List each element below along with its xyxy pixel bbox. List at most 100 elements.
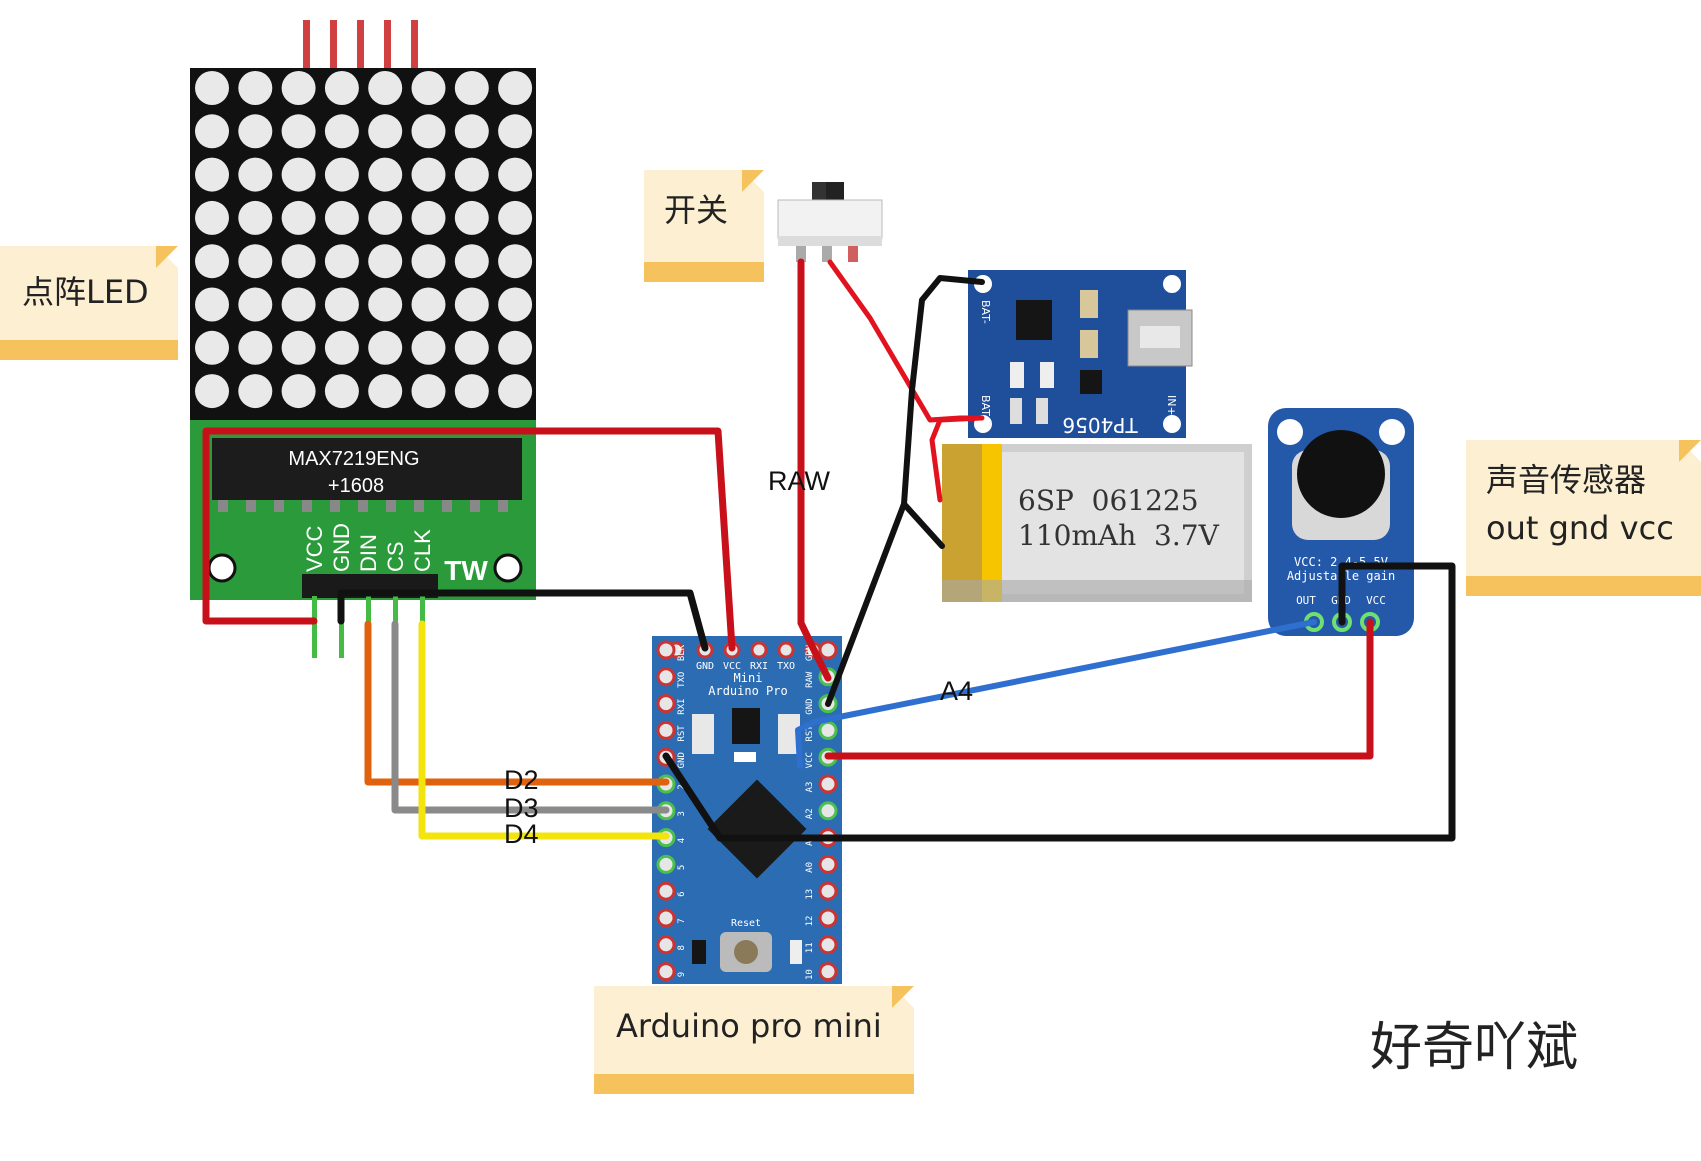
note-sensor: 声音传感器 out gnd vcc: [1466, 440, 1701, 596]
note-switch: 开关: [644, 170, 764, 282]
led-dot: [238, 114, 273, 149]
arduino-name-2: Arduino Pro: [708, 684, 787, 698]
chip-label-1: MAX7219ENG: [288, 448, 419, 470]
arduino-left-pin-label: 5: [677, 865, 687, 870]
led-dot: [195, 244, 229, 279]
arduino-pro-mini: GND VCC RXI TXO Mini Arduino Pro Reset B…: [652, 636, 842, 984]
led-dot: [454, 114, 489, 149]
author-signature: 好奇吖斌: [1370, 1018, 1579, 1078]
brand-label: TW: [444, 555, 488, 586]
led-dot: [238, 71, 273, 105]
led-dot: [454, 200, 489, 235]
mic-pin-vcc: VCC: [1366, 594, 1386, 607]
wire-label-raw: RAW: [768, 466, 831, 496]
arduino-right-pin: [818, 720, 838, 740]
led-dot: [195, 200, 229, 235]
led-dot: [454, 157, 489, 192]
led-dot: [368, 330, 403, 365]
arduino-right-pin: [818, 881, 838, 901]
arduino-right-pin-label: 12: [805, 916, 815, 927]
led-dot: [411, 330, 446, 365]
wire-clk-d4: [418, 620, 670, 840]
wire-gnd-mic: [662, 562, 1456, 842]
led-dot: [324, 244, 359, 279]
led-dot: [195, 157, 229, 192]
wire-led-gnd: [337, 589, 709, 652]
led-dot: [498, 114, 533, 149]
arduino-right-pin-label: A3: [805, 782, 815, 793]
led-dot: [368, 374, 403, 409]
arduino-top-pin-rxi: RXI: [750, 661, 768, 672]
led-dot: [324, 157, 359, 192]
led-dot: [368, 114, 403, 149]
led-dot: [368, 244, 403, 279]
arduino-left-pin-label: RXI: [677, 698, 687, 714]
led-dot: [368, 287, 403, 322]
led-dot: [324, 71, 359, 105]
arduino-top-pin-vcc: VCC: [723, 661, 741, 672]
arduino-top-holes: [667, 641, 822, 659]
wire-battery-gnd: [825, 275, 985, 707]
led-dot: [498, 374, 533, 409]
arduino-left-pin: [656, 640, 676, 660]
led-dot: [281, 287, 316, 322]
arduino-left-pin: [656, 720, 676, 740]
note-led: 点阵LED: [0, 246, 178, 360]
arduino-right-pin: [818, 801, 838, 821]
arduino-right-pin: [818, 854, 838, 874]
led-dot: [498, 287, 533, 322]
arduino-left-pin-label: TXO: [677, 672, 687, 688]
arduino-top-pin-txo: TXO: [777, 661, 795, 672]
mic-pin-out: OUT: [1296, 594, 1316, 607]
wire-a4-mic-out: [795, 619, 1317, 769]
arduino-name-1: Mini: [734, 671, 763, 685]
charger-bat-plus: BAT+: [979, 395, 992, 425]
arduino-right-pin-label: GRN: [805, 645, 815, 661]
led-dot: [368, 71, 403, 105]
arduino-right-pin: [818, 962, 838, 982]
charger-in-minus: -IN: [1165, 278, 1178, 293]
arduino-right-pin-label: A0: [805, 862, 815, 873]
pin-label-din: DIN: [356, 534, 381, 572]
led-dot: [498, 330, 533, 365]
arduino-left-pin: [656, 881, 676, 901]
arduino-left-pin-label: RST: [677, 725, 687, 742]
led-dot: [324, 287, 359, 322]
arduino-left-pin-label: 6: [677, 891, 687, 896]
led-dot: [195, 114, 229, 149]
led-dot: [498, 71, 533, 105]
led-dot: [498, 244, 533, 279]
led-dot-grid: [195, 71, 533, 409]
arduino-right-pin: [818, 908, 838, 928]
mount-hole-right: [493, 553, 523, 583]
note-sensor-line-2: out gnd vcc: [1486, 509, 1674, 547]
led-dot: [454, 374, 489, 409]
led-dot: [368, 157, 403, 192]
led-dot: [498, 157, 533, 192]
lipo-battery: 6SP 061225 110mAh 3.7V: [942, 444, 1252, 602]
wire-vcc-mic: [824, 618, 1374, 760]
arduino-left-pin-label: 9: [677, 972, 687, 977]
led-dot: [411, 157, 446, 192]
led-dot: [454, 330, 489, 365]
led-dot: [498, 200, 533, 235]
wire-switch-battery: [827, 259, 985, 503]
pin-label-cs: CS: [383, 541, 408, 572]
charger-bat-minus: BAT-: [979, 300, 992, 324]
arduino-left-pin-label: 8: [677, 945, 687, 950]
led-dot: [411, 200, 446, 235]
chip-legs: [218, 500, 508, 512]
led-dot: [411, 374, 446, 409]
led-dot: [238, 287, 273, 322]
pin-label-vcc: VCC: [302, 525, 327, 572]
led-dot: [411, 287, 446, 322]
arduino-right-pin-label: 13: [805, 889, 815, 900]
wire-label-d3: D3: [504, 793, 539, 823]
arduino-right-pin-label: A2: [805, 808, 815, 819]
led-dot: [281, 374, 316, 409]
led-dot: [195, 71, 229, 105]
arduino-left-pin-label: 2: [677, 784, 687, 789]
wires: [202, 258, 1456, 842]
arduino-left-pin-label: 3: [677, 811, 687, 816]
